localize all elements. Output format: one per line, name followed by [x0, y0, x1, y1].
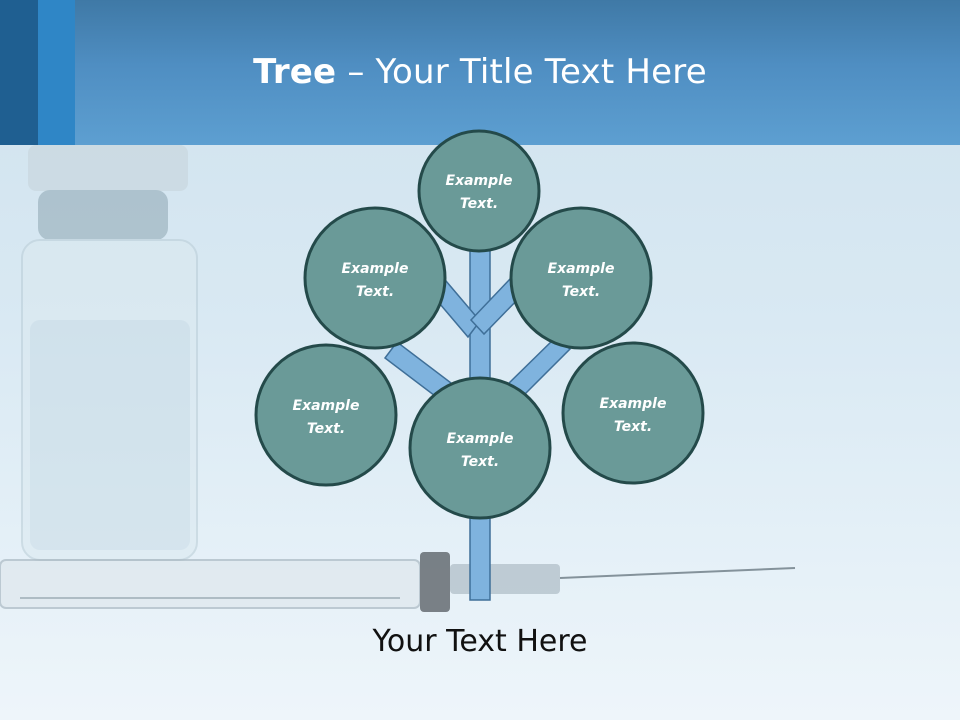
tree-node-center: Example Text.	[408, 376, 552, 520]
tree-node-lower-right: Example Text.	[561, 341, 705, 485]
node-label-line1: Example	[600, 396, 667, 412]
slide-title: Tree – Your Title Text Here	[75, 52, 885, 92]
footer-text: Your Text Here	[372, 624, 588, 659]
node-label-line1: Example	[446, 173, 513, 189]
node-label-line1: Example	[293, 398, 360, 414]
node-label-line1: Example	[342, 261, 409, 277]
title-bold: Tree	[253, 52, 337, 92]
node-label-line2: Text.	[460, 196, 498, 212]
header-stripe-mid	[38, 0, 75, 145]
node-label-line2: Text.	[614, 419, 652, 435]
node-label-line2: Text.	[562, 284, 600, 300]
header-bar: Tree – Your Title Text Here	[0, 0, 960, 145]
node-label-line2: Text.	[461, 454, 499, 470]
tree-node-upper-right: Example Text.	[509, 206, 653, 350]
vial-image	[21, 145, 198, 561]
node-label-line2: Text.	[356, 284, 394, 300]
tree-node-lower-left: Example Text.	[254, 343, 398, 487]
tree-node-upper-left: Example Text.	[303, 206, 447, 350]
title-rest: – Your Title Text Here	[336, 52, 707, 92]
tree-node-top: Example Text.	[417, 129, 541, 253]
header-stripe-dark	[0, 0, 38, 145]
node-label-line2: Text.	[307, 421, 345, 437]
node-label-line1: Example	[548, 261, 615, 277]
node-label-line1: Example	[447, 431, 514, 447]
